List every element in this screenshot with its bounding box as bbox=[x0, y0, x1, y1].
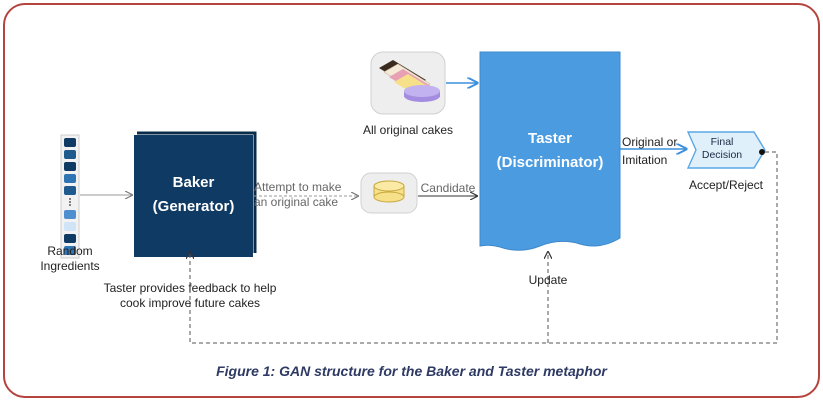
vector-ellipsis-dot bbox=[69, 201, 71, 203]
taster-discriminator-box bbox=[479, 51, 621, 251]
vector-ellipsis-dot bbox=[69, 204, 71, 206]
attempt-label-line2: an original cake bbox=[254, 195, 339, 209]
candidate-label: Candidate bbox=[420, 181, 476, 195]
baker-generator-box bbox=[134, 135, 253, 257]
feedback-loop-line bbox=[190, 151, 778, 344]
random-ingredients-label: Random Ingredients bbox=[40, 244, 100, 273]
output-label-line2: Imitation bbox=[622, 153, 668, 167]
baker-title: Baker (Generator) bbox=[134, 171, 253, 219]
vector-cell bbox=[64, 174, 76, 183]
vector-cell bbox=[64, 210, 76, 219]
vector-cell bbox=[64, 138, 76, 147]
accept-reject-label: Accept/Reject bbox=[688, 178, 764, 192]
attempt-label: Attempt to make an original cake bbox=[254, 180, 358, 210]
final-decision-line1: Final bbox=[710, 136, 734, 148]
random-ingredients-vector bbox=[60, 134, 80, 259]
output-label-line1: Original or bbox=[622, 135, 678, 149]
vector-cell bbox=[64, 186, 76, 195]
output-label: Original or Imitation bbox=[622, 135, 686, 168]
vector-cell bbox=[64, 234, 76, 243]
feedback-label: Taster provides feedback to help cook im… bbox=[95, 281, 285, 311]
attempt-label-line1: Attempt to make bbox=[254, 180, 342, 194]
baker-title-line2: (Generator) bbox=[152, 198, 235, 215]
taster-title-line2: (Discriminator) bbox=[496, 154, 604, 171]
baker-title-line1: Baker bbox=[172, 174, 215, 191]
vector-ellipsis-dot bbox=[69, 198, 71, 200]
vector-cell bbox=[64, 150, 76, 159]
original-cakes-icon bbox=[379, 60, 440, 102]
final-decision-text: Final Decision bbox=[694, 136, 750, 162]
final-decision-shape bbox=[686, 131, 766, 169]
final-decision-line2: Decision bbox=[701, 149, 743, 161]
vector-cell bbox=[64, 222, 76, 231]
vector-cell bbox=[64, 246, 76, 255]
update-label: Update bbox=[528, 273, 568, 287]
original-cakes-label: All original cakes bbox=[362, 123, 454, 137]
baker-box-shadow bbox=[137, 131, 257, 253]
taster-title-line1: Taster bbox=[528, 130, 572, 147]
feedback-label-line2: cook improve future cakes bbox=[119, 296, 261, 310]
vector-cell bbox=[64, 162, 76, 171]
decision-output-dot bbox=[759, 149, 765, 155]
candidate-cake-icon bbox=[373, 180, 405, 203]
feedback-label-line1: Taster provides feedback to help bbox=[103, 281, 277, 295]
taster-title: Taster (Discriminator) bbox=[480, 127, 620, 175]
figure-caption: Figure 1: GAN structure for the Baker an… bbox=[216, 363, 607, 379]
